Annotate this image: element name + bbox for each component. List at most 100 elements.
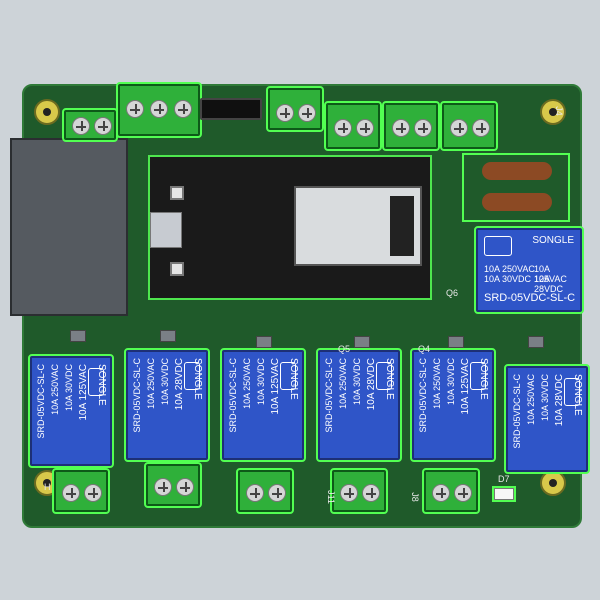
terminal-block-bottom-5 (422, 468, 480, 514)
relay-model: SRD-05VDC-SL-C (36, 364, 46, 439)
screw-icon (176, 478, 194, 496)
relay-5: SRD-05VDC-SL-C 10A 250VAC 10A 30VDC 10A … (410, 348, 496, 462)
transistor-3 (256, 336, 272, 348)
relay-spec-1: 10A 250VAC (484, 264, 535, 274)
header-connector (200, 98, 262, 120)
relay-text-block: SRD-05VDC-SL-C 10A 250VAC 10A 30VDC 10A … (320, 352, 398, 458)
silk-j8: J8 (409, 492, 420, 502)
screw-icon (356, 119, 374, 137)
relay-brand: SONGLE (192, 358, 203, 400)
relay-logo-icon (280, 362, 296, 390)
relay-model: SRD-05VDC-SL-C (228, 358, 238, 433)
relay-spec-1: 10A 250VAC (50, 364, 60, 415)
terminal-block-bottom-4 (330, 468, 388, 514)
relay-model: SRD-05VDC-SL-C (512, 374, 522, 449)
terminal-block-top-6 (440, 101, 498, 151)
mounting-hole-bottom-right (540, 470, 566, 496)
relay-model: SRD-05VDC-SL-C (418, 358, 428, 433)
screw-icon (62, 484, 80, 502)
relay-model: SRD-05VDC-SL-C (132, 358, 142, 433)
silk-h: H (44, 482, 51, 492)
relay-4: SRD-05VDC-SL-C 10A 250VAC 10A 30VDC 10A … (316, 348, 402, 462)
transistor-1 (70, 330, 86, 342)
fuse-holder (462, 153, 570, 222)
screw-icon (450, 119, 468, 137)
relay-2: SRD-05VDC-SL-C 10A 250VAC 10A 30VDC 10A … (124, 348, 210, 462)
screw-icon (334, 119, 352, 137)
relay-spec-1: 10A 250VAC (146, 358, 156, 409)
screw-icon (414, 119, 432, 137)
relay-logo-icon (470, 362, 486, 390)
terminal-block-top-1 (62, 108, 118, 142)
transistor-6 (528, 336, 544, 348)
wifi-module (294, 186, 422, 266)
relay-logo-icon (376, 362, 392, 390)
relay-text-block: SONGLE 10A 250VAC 10A 30VDC 10A 125VAC 1… (478, 230, 580, 310)
screw-icon (174, 100, 192, 118)
relay-spec-2: 10A 30VDC (256, 358, 266, 406)
screw-icon (472, 119, 490, 137)
silk-d7: D7 (498, 474, 510, 484)
relay-spec-4: 10A 28VDC (534, 274, 564, 294)
transistor-4 (354, 336, 370, 348)
relay-brand: SONGLE (288, 358, 299, 400)
screw-icon (84, 484, 102, 502)
screw-icon (126, 100, 144, 118)
mounting-hole-top-right (540, 99, 566, 125)
usb-port-icon (150, 212, 182, 248)
screw-icon (454, 484, 472, 502)
relay-logo-icon (564, 378, 580, 406)
screw-icon (268, 484, 286, 502)
power-supply-module (10, 138, 128, 316)
screw-icon (154, 478, 172, 496)
relay-brand: SONGLE (572, 374, 583, 416)
relay-brand: SONGLE (532, 235, 574, 246)
relay-brand: SONGLE (96, 364, 107, 406)
led-d7 (492, 486, 516, 502)
screw-icon (276, 104, 294, 122)
screw-icon (340, 484, 358, 502)
screw-icon (298, 104, 316, 122)
relay-text-block: SRD-05VDC-SL-C 10A 250VAC 10A 30VDC 10A … (32, 358, 110, 464)
silk-q6: Q6 (446, 288, 459, 298)
relay-spec-1: 10A 250VAC (432, 358, 442, 409)
relay-model: SRD-05VDC-SL-C (484, 292, 576, 304)
silk-j4: J4 (553, 106, 564, 116)
silk-j11: J11 (325, 490, 336, 504)
relay-spec-2: 10A 30VDC (540, 374, 550, 422)
terminal-block-bottom-3 (236, 468, 294, 514)
relay-spec-2: 10A 30VDC (446, 358, 456, 406)
boot-button (170, 186, 184, 200)
antenna-icon (390, 196, 414, 256)
terminal-block-top-5 (382, 101, 440, 151)
relay-spec-2: 10A 30VDC (160, 358, 170, 406)
screw-icon (150, 100, 168, 118)
screw-icon (432, 484, 450, 502)
relay-6: SRD-05VDC-SL-C 10A 250VAC 10A 30VDC 10A … (504, 364, 590, 474)
screw-icon (246, 484, 264, 502)
fuse-icon (482, 162, 552, 180)
relay-text-block: SRD-05VDC-SL-C 10A 250VAC 10A 30VDC 10A … (414, 352, 492, 458)
relay-top-right: SONGLE 10A 250VAC 10A 30VDC 10A 125VAC 1… (474, 226, 584, 314)
relay-spec-1: 10A 250VAC (338, 358, 348, 409)
relay-text-block: SRD-05VDC-SL-C 10A 250VAC 10A 30VDC 10A … (508, 368, 586, 470)
transistor-5 (448, 336, 464, 348)
relay-logo-icon (184, 362, 200, 390)
silk-q5: Q5 (338, 344, 351, 354)
relay-spec-3: 10A 125VAC (534, 264, 567, 284)
reset-button (170, 262, 184, 276)
relay-spec-2: 10A 30VDC (64, 364, 74, 412)
screw-icon (72, 117, 90, 135)
terminal-block-bottom-2 (144, 462, 202, 508)
relay-spec-1: 10A 250VAC (242, 358, 252, 409)
relay-model: SRD-05VDC-SL-C (324, 358, 334, 433)
screw-icon (362, 484, 380, 502)
screw-icon (392, 119, 410, 137)
silk-q4: Q4 (418, 344, 431, 354)
transistor-2 (160, 330, 176, 342)
relay-text-block: SRD-05VDC-SL-C 10A 250VAC 10A 30VDC 10A … (128, 352, 206, 458)
screw-icon (94, 117, 112, 135)
relay-1: SRD-05VDC-SL-C 10A 250VAC 10A 30VDC 10A … (28, 354, 114, 468)
relay-text-block: SRD-05VDC-SL-C 10A 250VAC 10A 30VDC 10A … (224, 352, 302, 458)
